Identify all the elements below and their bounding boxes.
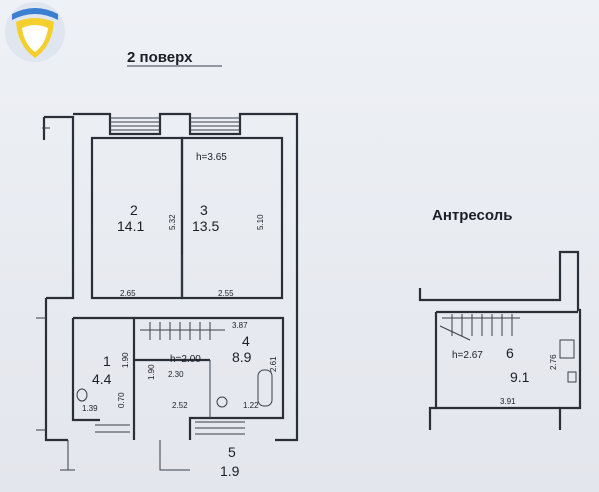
dim-room4-width: 3.87 xyxy=(232,321,248,330)
floor2-walls xyxy=(36,112,299,471)
room-3-number: 3 xyxy=(200,202,208,218)
dim-room1-width: 1.39 xyxy=(82,404,98,413)
dim-corridor-width: 2.30 xyxy=(168,370,184,379)
room-1-area: 4.4 xyxy=(92,371,112,387)
dim-room2-width: 2.65 xyxy=(120,289,136,298)
mezzanine-title: Антресоль xyxy=(432,207,512,224)
dim-mezzanine-width: 3.91 xyxy=(500,397,516,406)
floor2-title: 2 поверх xyxy=(127,49,193,66)
dim-room3-width: 2.55 xyxy=(218,289,234,298)
dim-bath-side: 1.22 xyxy=(243,401,259,410)
room-6-area: 9.1 xyxy=(510,369,530,385)
dim-mezzanine-length: 2.76 xyxy=(549,354,558,370)
dim-small-width: 0.70 xyxy=(117,392,126,408)
height-label-floor2-lower: h=2.00 xyxy=(170,354,201,365)
room-2-area: 14.1 xyxy=(117,218,144,234)
room-3-area: 13.5 xyxy=(192,218,219,234)
room-5-area: 1.9 xyxy=(220,463,240,479)
room-4-number: 4 xyxy=(242,333,250,349)
dim-room2-length: 5.32 xyxy=(168,214,177,230)
dim-corridor-side: 1.90 xyxy=(147,364,156,380)
dim-room1-side: 1.90 xyxy=(121,352,130,368)
dim-room3-length: 5.10 xyxy=(256,214,265,230)
mezzanine-walls xyxy=(418,250,582,430)
height-label-mezzanine: h=2.67 xyxy=(452,350,483,361)
room-2-number: 2 xyxy=(130,202,138,218)
room-6-number: 6 xyxy=(506,345,514,361)
room-5-number: 5 xyxy=(228,444,236,460)
dim-room4-height: 2.61 xyxy=(269,356,278,372)
room-1-number: 1 xyxy=(103,353,111,369)
room-4-area: 8.9 xyxy=(232,349,252,365)
height-label-floor2-top: h=3.65 xyxy=(196,152,227,163)
shield-logo-icon xyxy=(5,2,65,62)
dim-bath-width: 2.52 xyxy=(172,401,188,410)
